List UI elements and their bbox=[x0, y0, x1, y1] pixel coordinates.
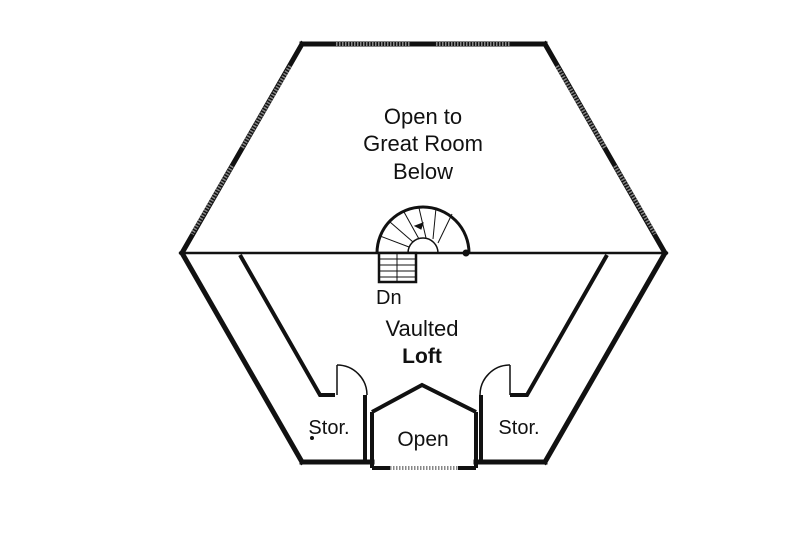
storage-partitions bbox=[363, 395, 483, 462]
open-bay bbox=[370, 382, 478, 470]
stair-down-label: Dn bbox=[376, 287, 402, 309]
spiral-staircase bbox=[375, 205, 471, 284]
knee-walls bbox=[238, 254, 609, 397]
great-room-label-line3: Below bbox=[393, 159, 453, 184]
loft-label-line1: Vaulted bbox=[386, 316, 459, 341]
storage-mark bbox=[310, 436, 314, 440]
windows bbox=[190, 42, 657, 470]
room-labels: Open to Great Room Below Dn Vaulted Loft… bbox=[308, 104, 539, 451]
storage-right-label: Stor. bbox=[498, 417, 539, 439]
great-room-label-line2: Great Room bbox=[363, 131, 483, 156]
storage-doors bbox=[336, 364, 511, 396]
great-room-label-line1: Open to bbox=[384, 104, 462, 129]
storage-left-label: Stor. bbox=[308, 417, 349, 439]
open-area-label: Open bbox=[397, 428, 448, 451]
loft-label-line2: Loft bbox=[402, 345, 442, 368]
